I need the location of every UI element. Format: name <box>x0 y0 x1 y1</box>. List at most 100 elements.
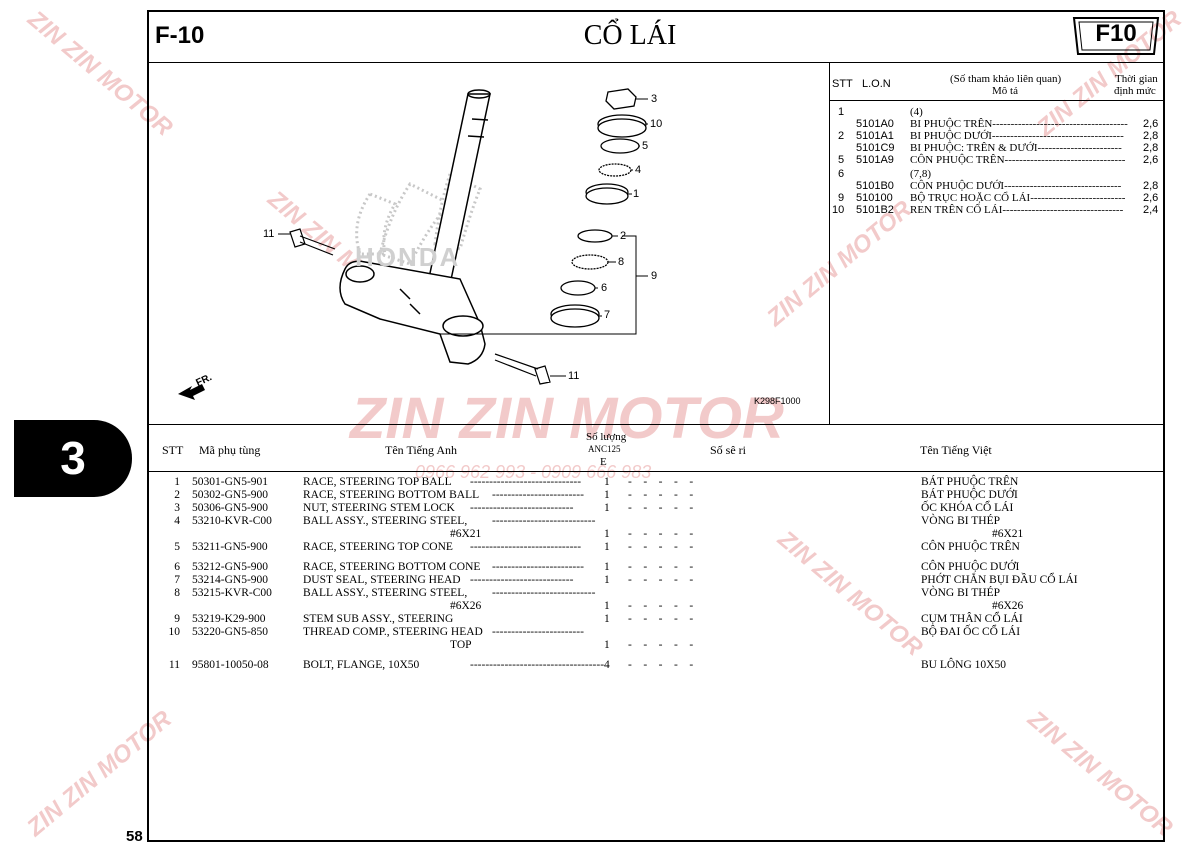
part-serial-cols: - - - - - <box>628 476 694 488</box>
part-name-en: BALL ASSY., STEERING STEEL, <box>303 587 468 599</box>
part-name-en: STEM SUB ASSY., STEERING <box>303 613 454 625</box>
ring-stack-lower <box>550 229 613 328</box>
part-name-vi: #6X26 <box>992 600 1024 612</box>
watermark-phone: 0966 962 993 - 0909 666 983 <box>415 462 652 482</box>
part-number: 53215-KVR-C00 <box>192 587 272 599</box>
part-qty: 1 <box>604 528 610 540</box>
section-badge-frame <box>1072 17 1160 55</box>
part-qty: 1 <box>604 502 610 514</box>
part-serial-cols: - - - - - <box>628 502 694 514</box>
part-dash: ----------------------------- <box>470 476 582 488</box>
parts-header-variant: E <box>600 456 607 468</box>
part-serial-cols: - - - - - <box>628 528 694 540</box>
ref-row: 6(7,8) <box>838 168 932 180</box>
part-qty: 1 <box>604 639 610 651</box>
ring-stack-upper <box>585 88 647 205</box>
part-name-en: RACE, STEERING TOP CONE <box>303 541 453 553</box>
callout-9: 9 <box>651 270 658 282</box>
part-name-vi: VÒNG BI THÉP <box>921 587 1001 599</box>
honda-logo-text: HONDA <box>355 242 461 272</box>
header-divider <box>147 62 1165 63</box>
callout-8: 8 <box>618 256 625 268</box>
part-qty: 1 <box>604 476 610 488</box>
part-name-en: RACE, STEERING BOTTOM CONE <box>303 561 481 573</box>
chapter-tab: 3 <box>14 420 132 497</box>
callout-11-left: 11 <box>263 228 275 240</box>
callout-11-right: 11 <box>568 370 580 382</box>
honda-wing-logo <box>355 171 482 266</box>
part-stt: 1 <box>174 476 180 488</box>
callout-3: 3 <box>651 93 658 105</box>
ref-header-stt: STT <box>832 78 853 90</box>
part-stt: 10 <box>168 626 181 638</box>
steering-stem-drawing <box>178 88 648 400</box>
part-name-vi: ỐC KHÓA CỔ LÁI <box>921 502 1014 514</box>
part-dash: ------------------------ <box>492 626 584 638</box>
part-number: 50301-GN5-901 <box>192 476 269 488</box>
part-serial-cols: - - - - - <box>628 639 694 651</box>
part-name-en: #6X21 <box>450 528 482 540</box>
part-dash: ----------------------------------- <box>470 659 605 671</box>
part-dash: ------------------------ <box>492 489 584 501</box>
part-name-vi: BÁT PHUỘC DƯỚI <box>921 489 1018 501</box>
page-title: CỔ LÁI <box>583 20 677 51</box>
flange-bolts <box>289 228 551 385</box>
part-dash: ----------------------------- <box>470 541 582 553</box>
part-name-en: BALL ASSY., STEERING STEEL, <box>303 515 468 527</box>
lower-bracket <box>339 260 486 365</box>
part-name-vi: CÔN PHUỘC TRÊN <box>921 541 1020 553</box>
page-number: 58 <box>126 828 143 845</box>
part-stt: 7 <box>174 574 180 586</box>
ref-header-time2: định mức <box>1114 85 1156 97</box>
parts-header-name-vi: Tên Tiếng Việt <box>920 443 992 457</box>
part-name-en: THREAD COMP., STEERING HEAD <box>303 626 483 638</box>
part-name-vi: VÒNG BI THÉP <box>921 515 1001 527</box>
table-row: 8 53215-KVR-C00 BALL ASSY., STEERING STEEL… <box>150 587 1162 600</box>
callout-4: 4 <box>635 164 642 176</box>
ref-header-desc2: Mô tả <box>992 85 1018 97</box>
part-name-en: BOLT, FLANGE, 10X50 <box>303 659 420 671</box>
part-name-en: NUT, STEERING STEM LOCK <box>303 502 455 514</box>
diagram-divider <box>829 62 830 424</box>
part-name-vi: PHỚT CHẮN BỤI ĐẦU CỔ LÁI <box>921 574 1078 586</box>
part-serial-cols: - - - - - <box>628 600 694 612</box>
part-name-vi: BỘ ĐAI ỐC CỔ LÁI <box>921 626 1021 638</box>
ref-header-divider <box>829 100 1163 101</box>
diagram-code: K298F1000 <box>754 396 801 406</box>
part-number: 53214-GN5-900 <box>192 574 269 586</box>
part-qty: 1 <box>604 489 610 501</box>
part-number: 50306-GN5-900 <box>192 502 269 514</box>
part-serial-cols: - - - - - <box>628 574 694 586</box>
front-arrow-icon <box>178 384 205 400</box>
part-stt: 8 <box>174 587 180 599</box>
part-dash: ------------------------ <box>492 561 584 573</box>
part-stt: 4 <box>174 515 180 527</box>
part-qty: 1 <box>604 541 610 553</box>
part-number: 53212-GN5-900 <box>192 561 269 573</box>
part-name-vi: BU LÔNG 10X50 <box>921 659 1006 671</box>
part-stt: 9 <box>174 613 180 625</box>
part-name-en: RACE, STEERING BOTTOM BALL <box>303 489 480 501</box>
page-frame <box>147 10 1165 842</box>
ref-header-time1: Thời gian <box>1115 73 1158 85</box>
part-stt: 5 <box>174 541 180 553</box>
part-name-en: RACE, STEERING TOP BALL <box>303 476 452 488</box>
part-name-vi: CỤM THÂN CỔ LÁI <box>921 613 1023 625</box>
part-number: 53210-KVR-C00 <box>192 515 272 527</box>
part-number: 53211-GN5-900 <box>192 541 268 553</box>
part-name-vi: BÁT PHUỘC TRÊN <box>921 476 1019 488</box>
section-code: F-10 <box>155 22 205 49</box>
table-divider <box>147 424 1165 425</box>
part-number: 53220-GN5-850 <box>192 626 269 638</box>
callout-leaders <box>278 98 648 377</box>
